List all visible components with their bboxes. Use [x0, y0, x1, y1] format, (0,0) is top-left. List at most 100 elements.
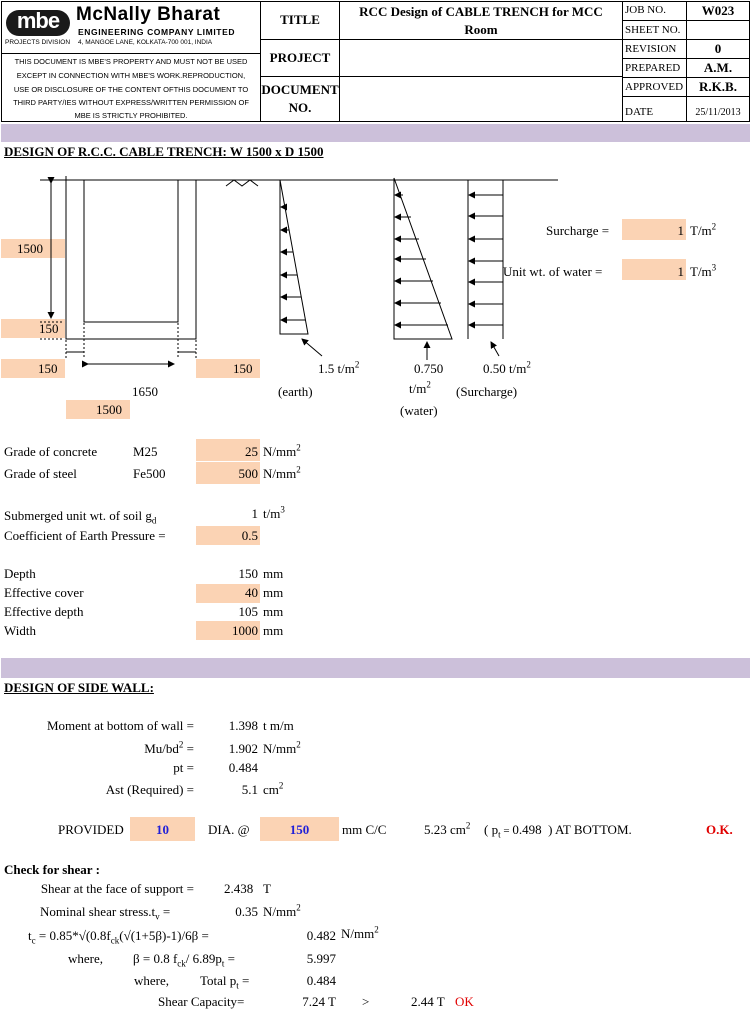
input-cell[interactable] — [260, 817, 339, 841]
total-pt-value: 0.484 — [306, 973, 336, 988]
section-divider — [1, 658, 750, 678]
width-label: Width — [4, 623, 36, 638]
job-no-value: W023 — [701, 3, 735, 18]
surcharge-caption: (Surcharge) — [456, 384, 518, 399]
company-subname: ENGINEERING COMPANY LIMITED — [78, 27, 236, 37]
prepared-label: PREPARED — [625, 62, 681, 74]
spacing-unit: mm C/C — [342, 822, 387, 837]
input-cell[interactable] — [622, 259, 686, 280]
disclaimer-line: EXCEPT IN CONNECTION WITH MBE'S WORK.REP… — [16, 71, 246, 80]
water-weight-label: Unit wt. of water = — [503, 264, 603, 279]
mubd-value: 1.902 — [228, 741, 258, 756]
shear-unit: T — [263, 881, 271, 896]
shear-value: 2.438 — [224, 881, 254, 896]
project-label: PROJECT — [269, 50, 331, 65]
provided-area: 5.23 cm2 — [424, 820, 471, 837]
dim-inner: 1500 — [96, 402, 122, 417]
moment-label: Moment at bottom of wall = — [46, 718, 194, 733]
logo-text: mbe — [16, 8, 60, 33]
approved-value: R.K.B. — [699, 79, 737, 94]
disclaimer-line: THIS DOCUMENT IS MBE'S PROPERTY AND MUST… — [14, 57, 248, 66]
nominal-shear-unit: N/mm2 — [263, 902, 301, 919]
earth-coeff-label: Coefficient of Earth Pressure = — [4, 528, 166, 543]
title-line2: Room — [464, 22, 498, 37]
beta-value: 5.997 — [306, 951, 336, 966]
eff-depth-label: Effective depth — [4, 604, 84, 619]
dia-label: DIA. @ — [208, 822, 250, 837]
shear-capacity-value: 7.24 T — [302, 994, 336, 1009]
depth-label: Depth — [4, 566, 36, 581]
width-unit: mm — [263, 623, 284, 638]
trench-heading: DESIGN OF R.C.C. CABLE TRENCH: W 1500 x … — [4, 144, 324, 159]
shear-heading: Check for shear : — [4, 862, 100, 877]
steel-grade-name: Fe500 — [133, 466, 166, 481]
mubd-label: Mu/bd2 = — [144, 739, 194, 756]
docno-label-1: DOCUMENT — [261, 82, 339, 97]
tc-value: 0.482 — [306, 928, 336, 943]
ast-label: Ast (Required) = — [105, 782, 194, 797]
disclaimer-line: MBE IS STRICTLY PROHIBITED. — [74, 111, 188, 120]
earth-caption: (earth) — [278, 384, 313, 399]
input-cell[interactable] — [196, 439, 260, 461]
input-cell[interactable] — [196, 584, 260, 603]
concrete-grade-label: Grade of concrete — [4, 444, 98, 459]
surcharge-input[interactable]: 1 — [677, 223, 685, 238]
steel-grade-unit: N/mm2 — [263, 464, 301, 481]
surcharge-pressure-label: 0.50 t/m2 — [483, 359, 531, 376]
soil-weight-label: Submerged unit wt. of soil gd — [4, 508, 157, 526]
trench-section-drawing — [40, 176, 558, 368]
mubd-unit: N/mm2 — [263, 739, 301, 756]
input-cell[interactable] — [196, 462, 260, 484]
water-weight-unit: T/m3 — [690, 262, 717, 279]
depth-value: 150 — [238, 566, 259, 581]
prepared-value: A.M. — [703, 60, 733, 75]
input-cell[interactable] — [196, 526, 260, 545]
nominal-shear-value: 0.35 — [235, 904, 258, 919]
eff-depth-unit: mm — [263, 604, 284, 619]
date-label: DATE — [625, 106, 654, 118]
side-wall-heading: DESIGN OF SIDE WALL: — [4, 680, 154, 695]
provided-dia-input[interactable]: 10 — [156, 822, 169, 837]
earth-pressure-label: 1.5 t/m2 — [318, 359, 360, 376]
total-pt-where: where, — [134, 973, 170, 988]
earth-coeff-input[interactable]: 0.5 — [241, 528, 258, 543]
greater-than-sign: > — [362, 994, 370, 1009]
provided-spacing-input[interactable]: 150 — [289, 822, 310, 837]
title-line1: RCC Design of CABLE TRENCH for MCC — [359, 4, 603, 19]
input-cell[interactable] — [1, 319, 65, 338]
steel-grade-input[interactable]: 500 — [238, 466, 259, 481]
input-cell[interactable] — [1, 359, 65, 378]
cover-input[interactable]: 40 — [245, 585, 258, 600]
water-pressure-unit: t/m2 — [409, 379, 431, 396]
water-weight-input[interactable]: 1 — [677, 264, 685, 279]
dim-right-wall: 150 — [233, 361, 253, 376]
input-cell[interactable] — [66, 400, 130, 419]
input-cell[interactable] — [622, 219, 686, 240]
depth-unit: mm — [263, 566, 284, 581]
concrete-grade-input[interactable]: 25 — [245, 444, 258, 459]
concrete-grade-name: M25 — [133, 444, 158, 459]
disclaimer-line: USE OR DISCLOSURE OF THE CONTENT OFTHIS … — [13, 85, 249, 94]
beta-formula: β = 0.8 fck/ 6.89pt = — [133, 951, 236, 969]
width-input[interactable]: 1000 — [232, 623, 258, 638]
input-cell[interactable] — [130, 817, 195, 841]
shear-result: OK — [455, 994, 474, 1009]
section-divider — [1, 124, 750, 142]
surcharge-unit: T/m2 — [690, 221, 717, 238]
nominal-shear-label: Nominal shear stress.tv = — [40, 904, 171, 922]
provided-pt: ( pt = 0.498 ) AT BOTTOM. — [484, 822, 632, 840]
shear-capacity-label: Shear Capacity= — [158, 994, 245, 1009]
job-no-label: JOB NO. — [625, 4, 666, 16]
title-label: TITLE — [280, 12, 320, 27]
company-address: 4, MANGOE LANE, KOLKATA-700 001, INDIA — [78, 39, 213, 46]
approved-label: APPROVED — [625, 81, 684, 93]
company-division: PROJECTS DIVISION — [5, 39, 71, 46]
dim-overall: 1650 — [132, 384, 158, 399]
input-cell[interactable] — [196, 621, 260, 640]
soil-weight-value: 1 — [251, 506, 259, 521]
pt-value: 0.484 — [228, 760, 258, 775]
input-cell[interactable] — [196, 359, 260, 378]
tc-formula: tc = 0.85*√(0.8fck(√(1+5β)-1)/6β = — [28, 928, 209, 946]
revision-value: 0 — [714, 41, 722, 56]
disclaimer-line: THIRD PARTY/IES WITHOUT EXPRESS/WRITTEN … — [13, 98, 249, 107]
